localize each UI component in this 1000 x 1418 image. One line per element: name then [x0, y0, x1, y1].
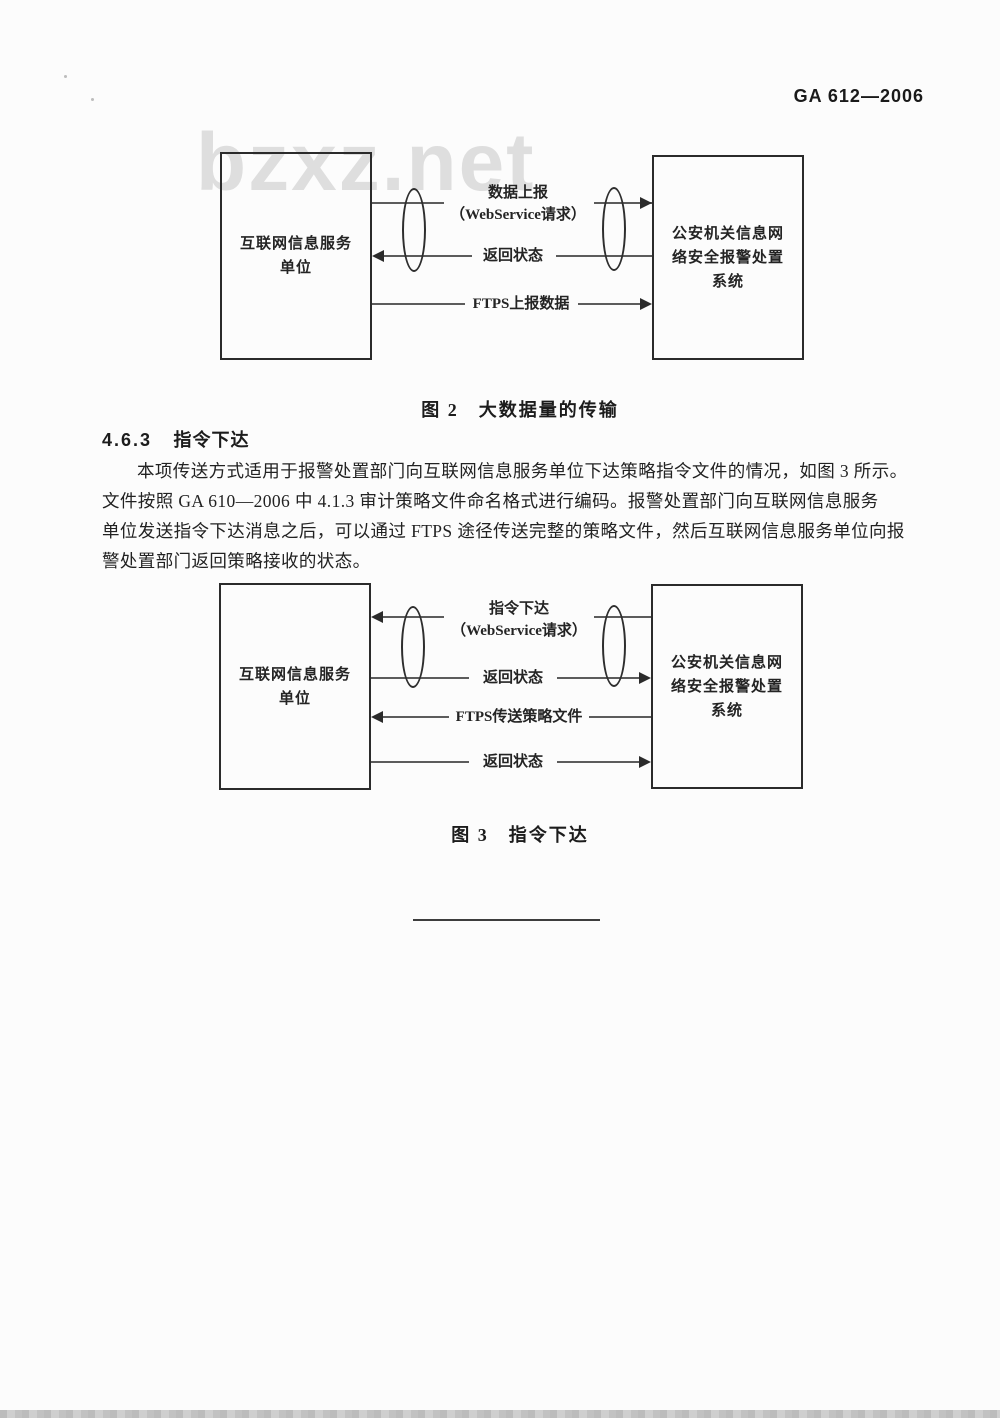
- connector-line: [384, 255, 472, 257]
- paragraph-line: 警处置部门返回策略接收的状态。: [102, 551, 371, 571]
- connector-line: [589, 716, 651, 718]
- flow-label: FTPS传送策略文件: [455, 709, 583, 725]
- arrowhead-left-icon: [371, 711, 383, 723]
- connector-line: [557, 677, 639, 679]
- paragraph-line: 本项传送方式适用于报警处置部门向互联网信息服务单位下达策略指令文件的情况，如图 …: [137, 461, 908, 481]
- box-label-line: 单位: [279, 260, 312, 276]
- box-label-line: 系统: [710, 702, 743, 719]
- connector-line: [557, 761, 639, 763]
- footnote-divider: [413, 919, 600, 921]
- arrowhead-right-icon: [640, 197, 652, 209]
- connector-line: [383, 716, 449, 718]
- flow-label-sub: （WebService请求）: [450, 207, 586, 223]
- channel-ellipse: [401, 606, 425, 688]
- channel-ellipse: [602, 605, 626, 687]
- section-title: 指令下达: [173, 430, 250, 450]
- flow-label: FTPS上报数据: [472, 296, 570, 312]
- box-label-line: 络安全报警处置: [670, 678, 783, 695]
- flow-label-main: 数据上报: [487, 185, 549, 201]
- arrowhead-left-icon: [371, 611, 383, 623]
- internet-service-unit-box: 互联网信息服务 单位: [219, 583, 371, 790]
- box-label-line: 互联网信息服务: [238, 666, 351, 683]
- box-label-line: 单位: [278, 690, 311, 707]
- flow-label: 返回状态: [482, 754, 544, 770]
- connector-line: [578, 303, 640, 305]
- watermark: bzxz.net: [196, 117, 536, 208]
- scan-edge: [0, 1410, 1000, 1418]
- internet-service-unit-box: 互联网信息服务 单位: [220, 152, 372, 360]
- paragraph-line: 文件按照 GA 610—2006 中 4.1.3 审计策略文件命名格式进行编码。…: [102, 491, 879, 511]
- paragraph-line: 单位发送指令下达消息之后，可以通过 FTPS 途径传送完整的策略文件，然后互联网…: [102, 521, 905, 541]
- channel-ellipse: [602, 187, 626, 271]
- box-label-line: 络安全报警处置: [671, 249, 784, 266]
- flow-label-main: 指令下达: [488, 601, 550, 617]
- section-number: 4.6.3: [102, 430, 153, 450]
- channel-ellipse: [402, 188, 426, 272]
- box-label-line: 公安机关信息网: [671, 225, 784, 242]
- flow-label: 数据上报 （WebService请求）: [450, 182, 586, 226]
- box-label-line: 互联网信息服务: [239, 236, 352, 252]
- arrowhead-left-icon: [372, 250, 384, 262]
- flow-label: 返回状态: [482, 248, 544, 264]
- box-label-line: 公安机关信息网: [670, 654, 783, 671]
- connector-line: [372, 303, 465, 305]
- doc-number: GA 612—2006: [793, 86, 924, 106]
- connector-line: [371, 761, 469, 763]
- police-alarm-system-box: 公安机关信息网 络安全报警处置 系统: [652, 155, 804, 360]
- arrowhead-right-icon: [640, 298, 652, 310]
- arrowhead-right-icon: [639, 672, 651, 684]
- section-heading: 4.6.3 指令下达: [102, 426, 250, 452]
- scan-speck: [91, 98, 94, 101]
- police-alarm-system-box: 公安机关信息网 络安全报警处置 系统: [651, 584, 803, 789]
- box-label-line: 系统: [711, 273, 744, 290]
- flow-label-sub: （WebService请求）: [451, 623, 587, 639]
- arrowhead-right-icon: [639, 756, 651, 768]
- scan-speck: [64, 75, 67, 78]
- body-paragraph: 本项传送方式适用于报警处置部门向互联网信息服务单位下达策略指令文件的情况，如图 …: [102, 456, 938, 576]
- flow-label: 指令下达 （WebService请求）: [451, 598, 587, 642]
- flow-label: 返回状态: [482, 670, 544, 686]
- figure-3-caption: 图 3 指令下达: [451, 825, 589, 845]
- figure-2-caption: 图 2 大数据量的传输: [421, 400, 619, 420]
